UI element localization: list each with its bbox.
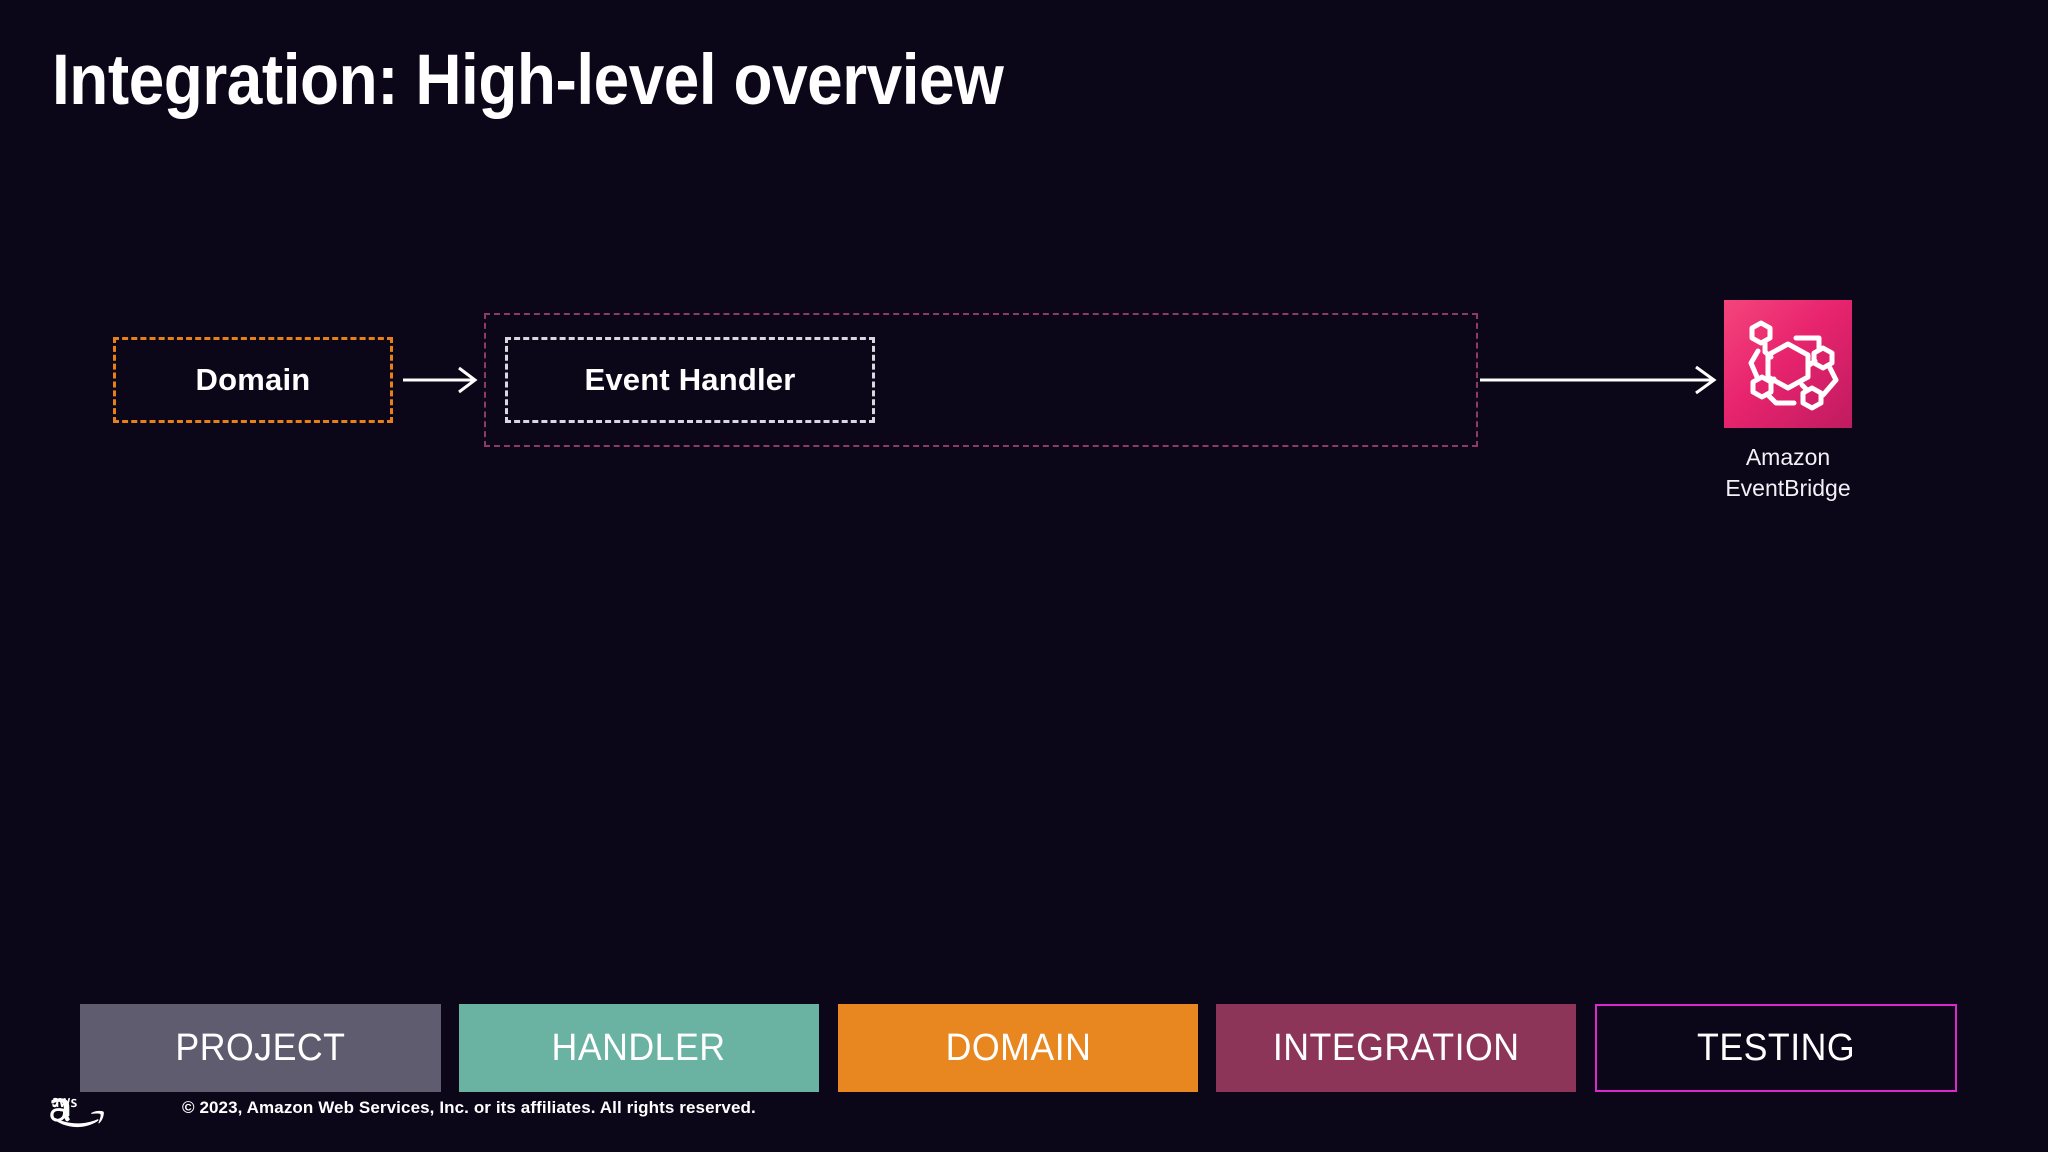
domain-box-label: Domain — [195, 362, 311, 397]
nav-item-integration-label: INTEGRATION — [1272, 1026, 1520, 1069]
nav-item-domain[interactable]: DOMAIN — [838, 1004, 1198, 1092]
footer: © 2023, Amazon Web Services, Inc. or its… — [0, 1092, 2048, 1152]
service-node-eventbridge[interactable]: Amazon EventBridge — [1722, 300, 1854, 504]
aws-logo — [48, 1090, 128, 1136]
nav-item-handler[interactable]: HANDLER — [459, 1004, 819, 1092]
nav-item-project-label: PROJECT — [175, 1026, 346, 1069]
domain-box[interactable]: Domain — [113, 337, 393, 423]
nav-item-domain-label: DOMAIN — [945, 1026, 1091, 1069]
nav-item-handler-label: HANDLER — [551, 1026, 726, 1069]
nav-item-testing-label: TESTING — [1696, 1026, 1856, 1069]
nav-item-testing[interactable]: TESTING — [1595, 1004, 1957, 1092]
nav-item-integration[interactable]: INTEGRATION — [1216, 1004, 1576, 1092]
nav-item-project[interactable]: PROJECT — [80, 1004, 441, 1092]
amazon-eventbridge-icon — [1724, 300, 1852, 428]
event-handler-box-label: Event Handler — [584, 362, 796, 397]
architecture-diagram: Domain Event Handler — [113, 300, 1854, 504]
service-node-label: Amazon EventBridge — [1725, 444, 1851, 501]
event-handler-box[interactable]: Event Handler — [505, 337, 875, 423]
arrow-domain-to-handler-icon — [403, 362, 481, 398]
arrow-handler-to-eventbridge-icon — [1480, 362, 1720, 398]
copyright-text: © 2023, Amazon Web Services, Inc. or its… — [182, 1098, 756, 1117]
section-navbar: PROJECT HANDLER DOMAIN INTEGRATION TESTI… — [0, 1004, 2048, 1092]
integration-boundary-container — [484, 313, 1478, 447]
page-title: Integration: High-level overview — [52, 41, 1004, 120]
